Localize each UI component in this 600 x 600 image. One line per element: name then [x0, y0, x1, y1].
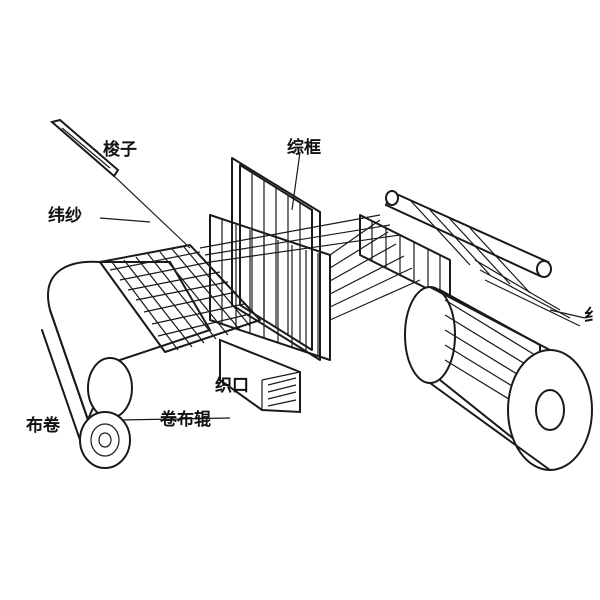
warp-lead-lines: [474, 259, 581, 327]
label-heddle-frame: 综框: [287, 138, 321, 158]
warp-beam-drawing: [404, 286, 593, 471]
woven-cloth-grid: [99, 244, 261, 353]
cloth-roll-drawing: [41, 260, 212, 461]
cloth-roller-drawing: [79, 411, 131, 469]
heddle-frame-drawing: [231, 157, 321, 361]
label-fell: 织口: [215, 376, 249, 396]
label-shuttle: 梭子: [103, 140, 137, 160]
breast-beam-drawing: [219, 338, 301, 414]
weft-yarn-line: [113, 175, 191, 249]
label-warp-cut: 纟: [584, 306, 600, 326]
label-weft-yarn: 纬纱: [48, 206, 82, 226]
label-cloth-roll: 布卷: [26, 416, 60, 436]
back-heddle-drawing: [359, 190, 552, 301]
label-cloth-roller: 卷布辊: [160, 410, 211, 430]
shuttle-drawing: [49, 118, 120, 178]
